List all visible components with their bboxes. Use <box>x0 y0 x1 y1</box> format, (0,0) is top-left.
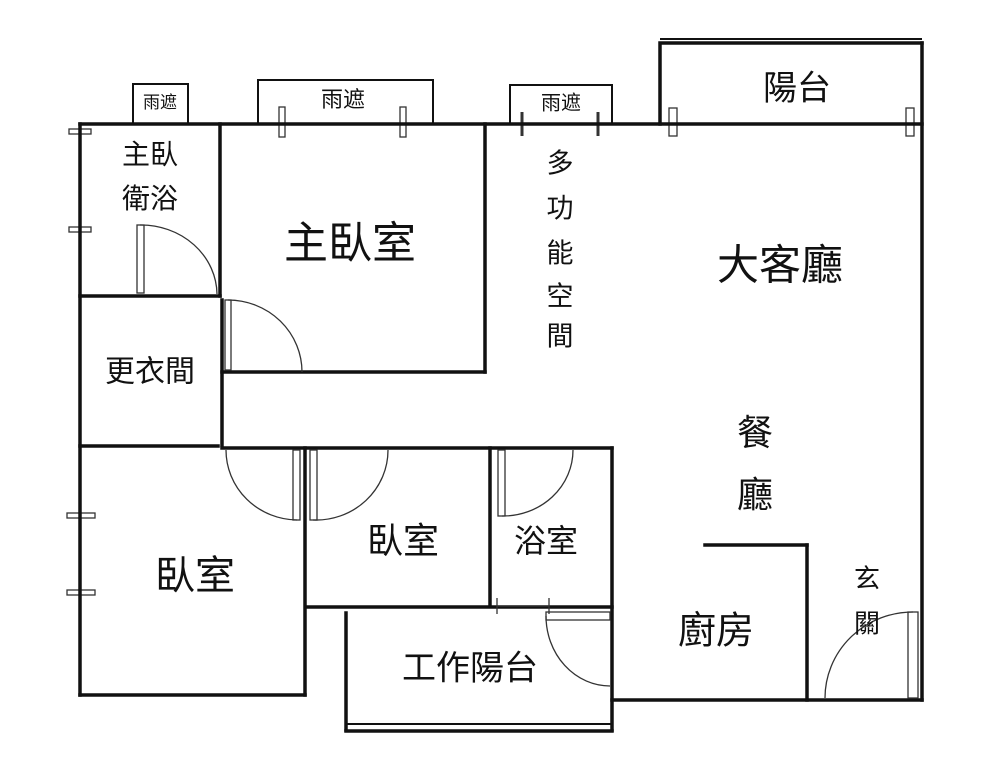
canopy-structures <box>132 38 924 126</box>
canopy-label: 雨遮 <box>321 88 365 113</box>
living-room-label: 大客廳 <box>717 241 843 290</box>
multipurpose-label: 間 <box>547 322 574 353</box>
entrance-label: 玄 <box>854 565 880 595</box>
bathroom-label: 浴室 <box>514 522 578 560</box>
dining-label: 餐 <box>737 413 773 454</box>
master-bath-label: 主臥 <box>122 138 178 171</box>
kitchen-label: 廚房 <box>678 609 754 653</box>
walk-in-closet-label: 更衣間 <box>105 355 195 390</box>
walls <box>78 41 924 733</box>
bedroom-label: 臥室 <box>155 553 235 599</box>
multipurpose-label: 空 <box>547 282 574 313</box>
bedroom-label: 臥室 <box>367 521 439 562</box>
doors <box>136 224 919 699</box>
master-bedroom-label: 主臥室 <box>284 218 416 269</box>
dining-label: 廳 <box>737 475 773 516</box>
multipurpose-label: 多 <box>547 149 574 180</box>
master-bath-label: 衛浴 <box>122 182 178 215</box>
utility-balcony-label: 工作陽台 <box>402 649 538 689</box>
entrance-label: 關 <box>854 610 880 640</box>
canopy-label: 雨遮 <box>143 93 177 113</box>
multipurpose-label: 能 <box>547 239 574 270</box>
canopy-label: 雨遮 <box>541 91 581 115</box>
multipurpose-label: 功 <box>547 194 574 225</box>
balcony-label: 陽台 <box>763 69 831 109</box>
